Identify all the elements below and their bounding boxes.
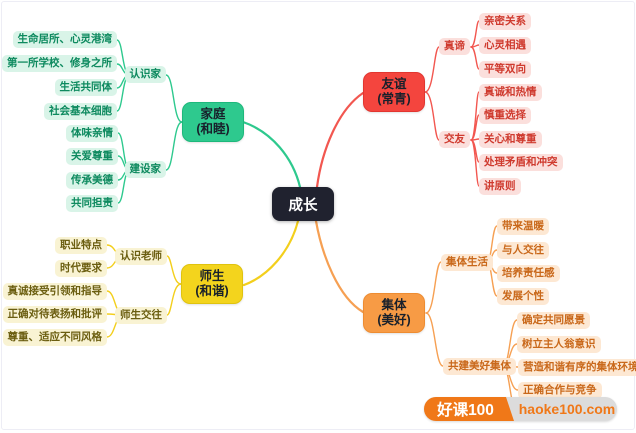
subtopic-build-collective[interactable]: 共建美好集体 (443, 358, 516, 375)
leaf-node[interactable]: 与人交往 (497, 242, 549, 259)
branch-subtitle: (和谐) (195, 284, 229, 298)
subtopic-collective-life[interactable]: 集体生活 (441, 254, 493, 271)
branch-title: 集体 (381, 298, 407, 312)
branch-title: 家庭 (200, 107, 226, 121)
watermark-badge: 好课100 haoke100.com (424, 397, 617, 421)
branch-subtitle: (和睦) (196, 122, 230, 136)
leaf-node[interactable]: 真诚和热情 (479, 84, 542, 101)
branch-node-teacher-student[interactable]: 师生 (和谐) (181, 264, 243, 304)
leaf-node[interactable]: 带来温暖 (497, 218, 549, 235)
subtopic-teacher-interaction[interactable]: 师生交往 (115, 307, 167, 324)
brand-name: 好课100 (437, 402, 494, 419)
leaf-node[interactable]: 职业特点 (55, 237, 107, 254)
leaf-node[interactable]: 共同担责 (66, 195, 118, 212)
leaf-node[interactable]: 真诚接受引领和指导 (2, 283, 107, 300)
subtopic-know-teacher[interactable]: 认识老师 (115, 248, 167, 265)
branch-node-family[interactable]: 家庭 (和睦) (182, 102, 244, 142)
site-url[interactable]: haoke100.com (518, 401, 616, 417)
subtopic-build-family[interactable]: 建设家 (124, 161, 166, 178)
leaf-node[interactable]: 树立主人翁意识 (517, 336, 601, 353)
leaf-node[interactable]: 发展个性 (497, 288, 549, 305)
branch-title: 友谊 (381, 77, 407, 91)
leaf-node[interactable]: 慎重选择 (479, 107, 531, 124)
branch-node-collective[interactable]: 集体 (美好) (363, 293, 425, 333)
leaf-node[interactable]: 传承美德 (66, 172, 118, 189)
leaf-node[interactable]: 正确合作与竞争 (518, 382, 602, 399)
leaf-node[interactable]: 尊重、适应不同风格 (2, 329, 107, 346)
leaf-node[interactable]: 第一所学校、修身之所 (2, 55, 117, 72)
leaf-node[interactable]: 平等双向 (479, 61, 531, 78)
leaf-node[interactable]: 正确对待表扬和批评 (2, 306, 107, 323)
leaf-node[interactable]: 心灵相遇 (479, 37, 531, 54)
branch-node-friendship[interactable]: 友谊 (常青) (363, 72, 425, 112)
leaf-node[interactable]: 关心和尊重 (479, 131, 542, 148)
branch-subtitle: (美好) (377, 313, 411, 327)
brand-ribbon: 好课100 (424, 397, 514, 421)
leaf-node[interactable]: 处理矛盾和冲突 (479, 154, 563, 171)
leaf-node[interactable]: 生活共同体 (54, 79, 117, 96)
leaf-node[interactable]: 营造和谐有序的集体环境 (518, 359, 636, 376)
subtopic-making-friends[interactable]: 交友 (439, 131, 470, 148)
leaf-node[interactable]: 讲原则 (479, 178, 521, 195)
leaf-node[interactable]: 确定共同愿景 (517, 312, 590, 329)
leaf-node[interactable]: 培养责任感 (497, 265, 560, 282)
center-topic-node[interactable]: 成长 (272, 187, 334, 221)
leaf-node[interactable]: 生命居所、心灵港湾 (12, 31, 117, 48)
leaf-node[interactable]: 社会基本细胞 (44, 103, 117, 120)
branch-subtitle: (常青) (377, 92, 411, 106)
subtopic-know-family[interactable]: 认识家 (124, 66, 166, 83)
subtopic-essence[interactable]: 真谛 (439, 38, 470, 55)
branch-title: 师生 (199, 269, 225, 283)
leaf-node[interactable]: 关爱尊重 (66, 148, 118, 165)
leaf-node[interactable]: 亲密关系 (479, 13, 531, 30)
leaf-node[interactable]: 时代要求 (55, 260, 107, 277)
leaf-node[interactable]: 体味亲情 (66, 125, 118, 142)
